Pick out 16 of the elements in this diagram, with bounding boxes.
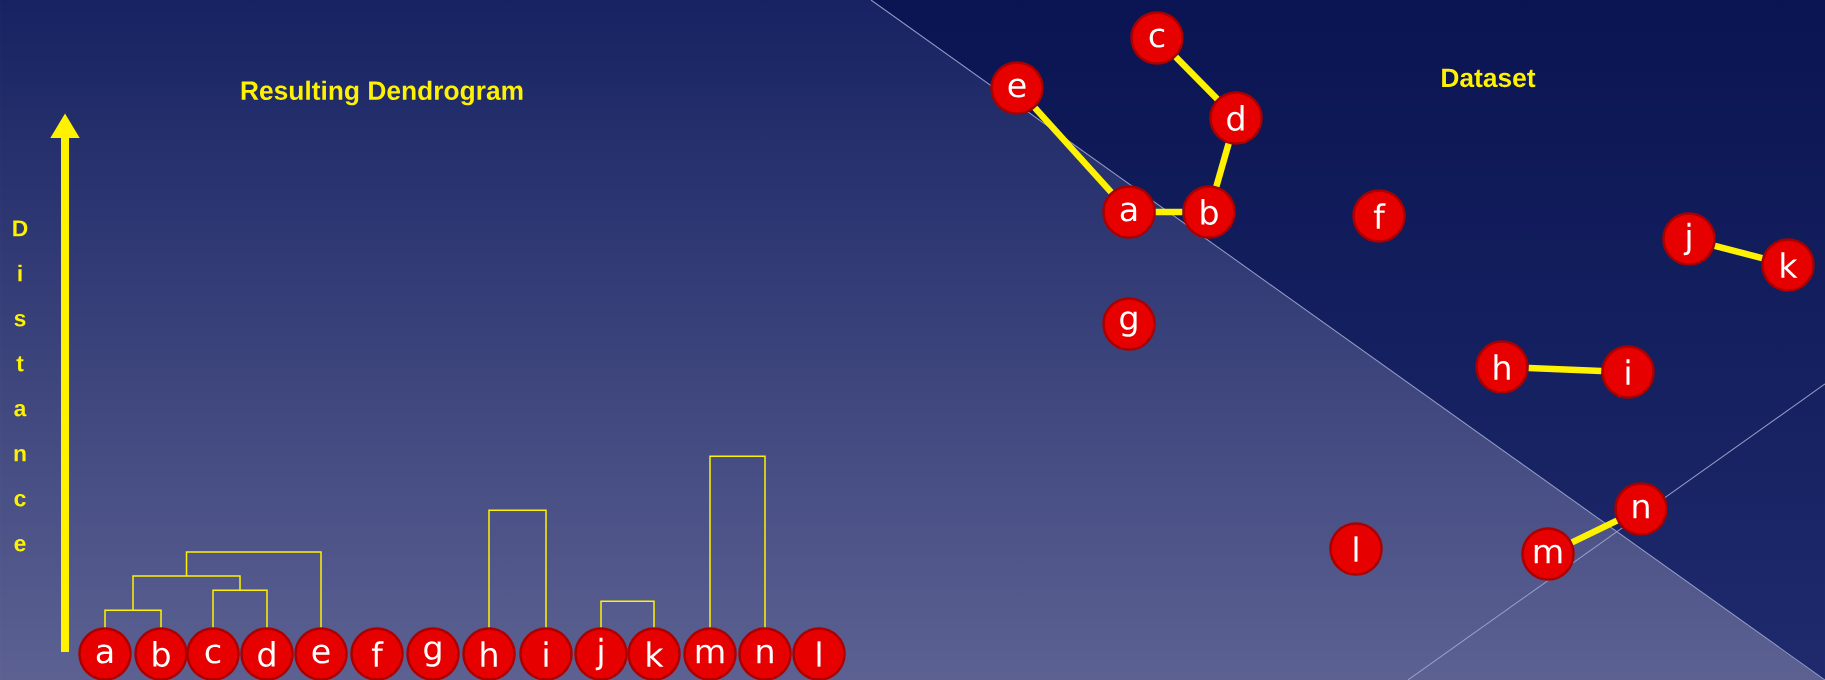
dendrogram-link bbox=[212, 589, 268, 628]
axis-label: Distance bbox=[13, 220, 28, 552]
connecting-line bbox=[1173, 54, 1220, 102]
dendrogram-link bbox=[488, 509, 547, 628]
connecting-line bbox=[1032, 105, 1114, 195]
dendrogram-link bbox=[600, 600, 655, 628]
connecting-line bbox=[1570, 517, 1619, 546]
connecting-line bbox=[1528, 364, 1602, 375]
connecting-line bbox=[1213, 142, 1232, 188]
connecting-line bbox=[1155, 208, 1183, 216]
heading: Resulting Dendrogram bbox=[241, 80, 523, 106]
dendrogram-link bbox=[709, 455, 766, 628]
heading: Dataset bbox=[1442, 68, 1536, 88]
dendrogram-link bbox=[104, 609, 162, 628]
dendrogram-link bbox=[185, 551, 322, 628]
connecting-line bbox=[1714, 242, 1763, 262]
